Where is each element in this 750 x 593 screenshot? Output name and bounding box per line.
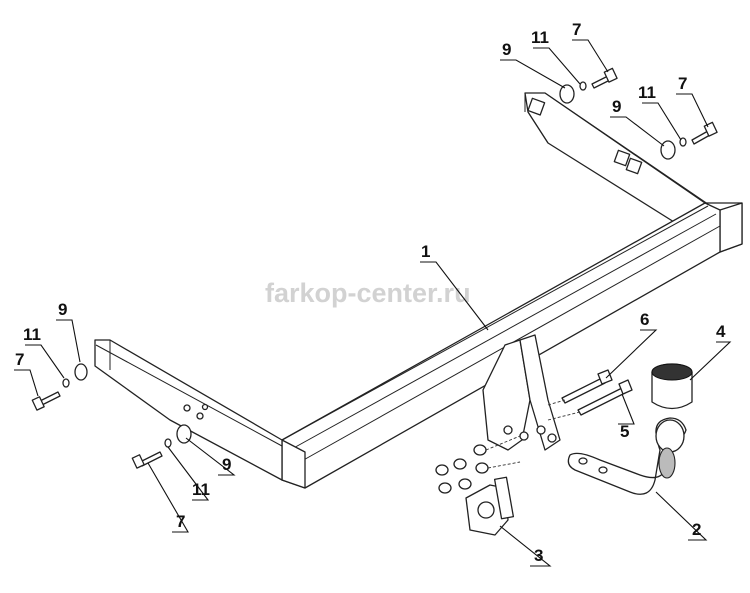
callout-4: 4: [716, 322, 726, 341]
callout-9-bottom: 9: [222, 455, 231, 474]
callout-2: 2: [692, 520, 701, 539]
callout-3: 3: [534, 546, 543, 565]
top-bolt-group-1: [559, 67, 618, 104]
leader-lines: [14, 39, 732, 567]
callout-11-left: 11: [23, 325, 41, 344]
callout-9-top-2: 9: [612, 97, 621, 116]
callout-11-top-2: 11: [638, 83, 656, 102]
socket-plate: [465, 476, 515, 536]
mounting-bracket: [482, 334, 561, 451]
callout-1: 1: [421, 242, 430, 261]
callout-11-top-1: 11: [531, 28, 549, 47]
callout-7-top-2: 7: [678, 74, 687, 93]
callout-7-bottom: 7: [176, 512, 185, 531]
callout-9-left: 9: [58, 300, 67, 319]
ball-cap: [651, 363, 693, 410]
left-bolt-group: [31, 363, 88, 411]
watermark: farkop-center.ru: [265, 278, 471, 308]
callout-7-left: 7: [15, 350, 24, 369]
top-bolt-group-2: [660, 121, 718, 160]
ball-neck: [567, 417, 687, 495]
bolt-5: [577, 379, 633, 416]
callout-5: 5: [620, 422, 629, 441]
bolt-6: [561, 369, 613, 404]
callout-11-bottom: 11: [192, 480, 210, 499]
tow-bar-frame: [94, 92, 743, 489]
nuts-set: [435, 444, 489, 494]
lower-left-bolt-group: [131, 424, 192, 469]
callout-9-top-1: 9: [502, 40, 511, 59]
callout-6: 6: [640, 310, 649, 329]
callout-7-top-1: 7: [572, 20, 581, 39]
